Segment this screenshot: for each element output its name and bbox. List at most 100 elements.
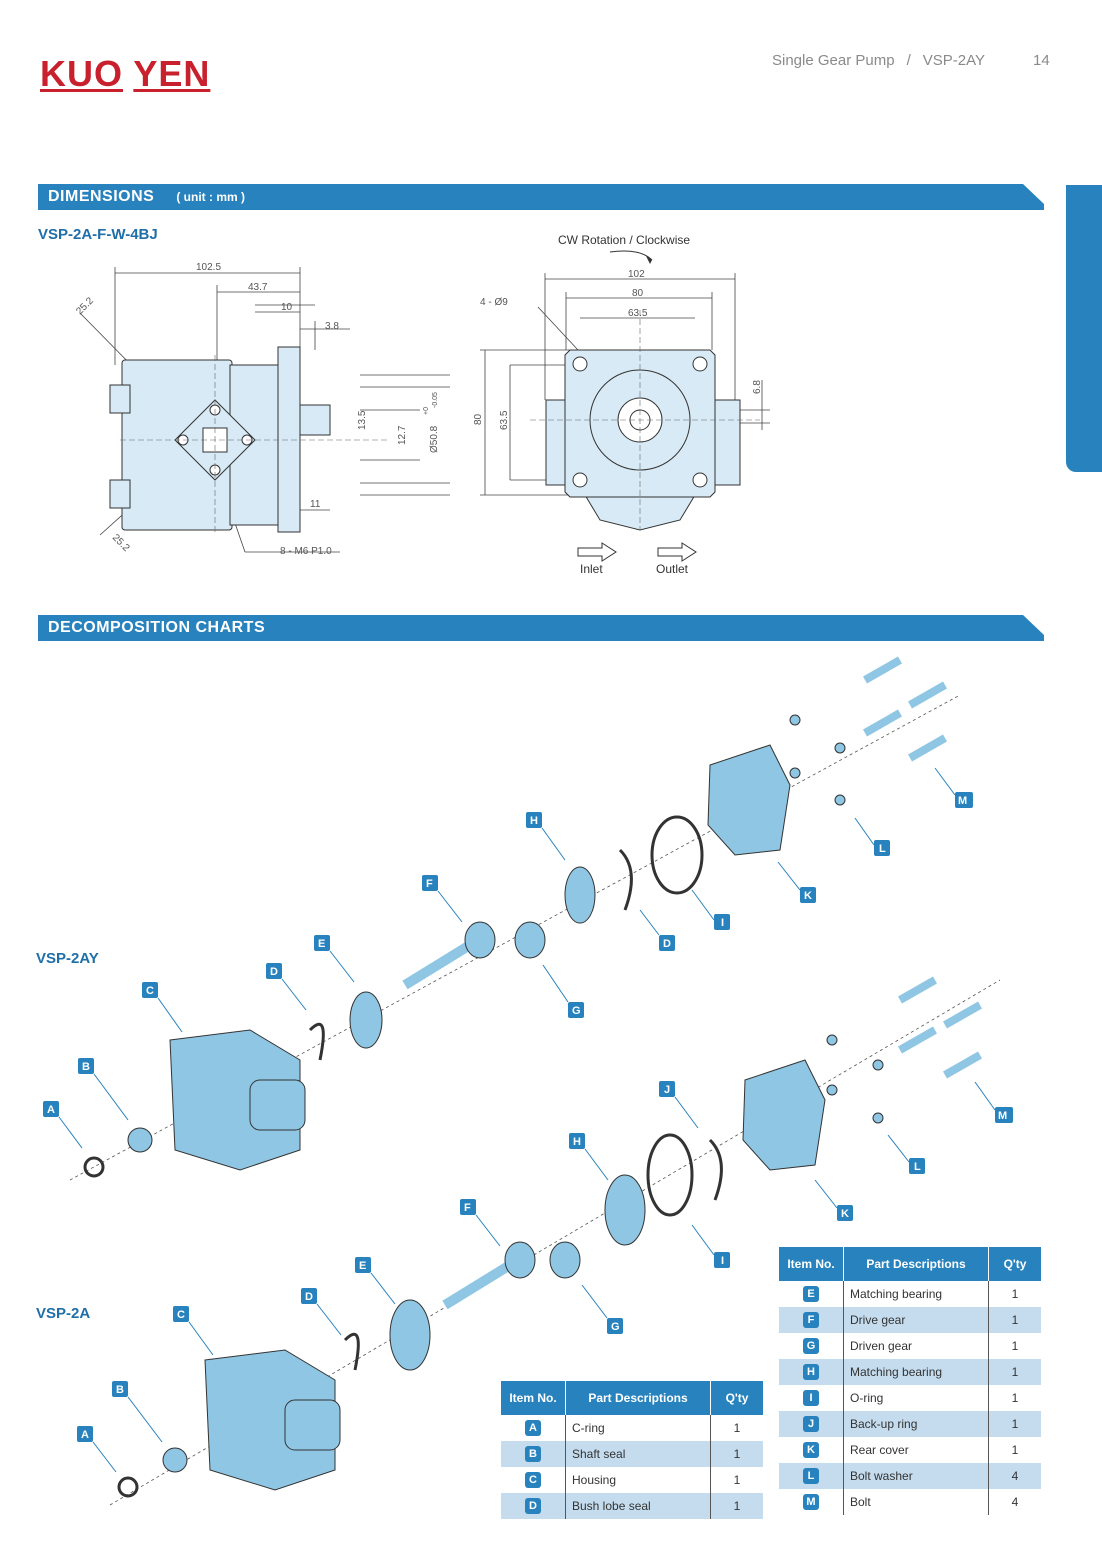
part-qty: 1 [710,1493,763,1519]
front-dim-6-8: 6.8 [752,380,763,394]
dimensions-unit: ( unit : mm ) [176,190,245,204]
inlet-arrow-icon [577,542,617,562]
front-view-drawing: CW Rotation / Clockwise 102 80 63.5 4 - … [473,233,770,576]
callout-l2: L [909,1158,925,1174]
dim-43-7: 43.7 [248,282,268,293]
callouts-vsp-2a: A B C D E F G H J I K L M [77,1081,1013,1442]
callout-h2: H [569,1133,585,1149]
item-badge: I [803,1390,819,1406]
page-number: 14 [1033,52,1050,69]
dim-10: 10 [281,302,293,313]
dim-3-8: 3.8 [325,321,339,332]
svg-text:I: I [721,917,724,929]
callout-j1: J [659,1081,675,1097]
svg-text:I: I [721,1255,724,1267]
svg-text:M: M [998,1110,1007,1122]
svg-text:H: H [573,1136,581,1148]
decomposition-title: DECOMPOSITION CHARTS [48,619,266,636]
svg-text:E: E [359,1260,366,1272]
model-vsp-2ay: VSP-2AY [36,950,99,967]
part-desc: Driven gear [843,1333,989,1359]
brand-logo: KUO YEN [40,53,211,94]
side-view-drawing: 102.5 43.7 10 3.8 25.2 13.5 12.7 Ø50.8 +… [74,262,450,557]
svg-text:E: E [318,938,325,950]
callout-a2: A [77,1426,93,1442]
inlet-label: Inlet [580,562,603,576]
part-desc: Bolt washer [843,1463,989,1489]
front-dim-80-vertical: 80 [473,413,484,425]
svg-text:F: F [464,1202,471,1214]
part-qty: 1 [710,1467,763,1493]
item-badge: F [803,1312,819,1328]
dimensions-model: VSP-2A-F-W-4BJ [38,226,158,243]
svg-text:L: L [879,843,886,855]
exploded-diagrams: A B C D E F G H D I K L M A B C D E F G … [43,656,1013,1506]
svg-text:C: C [146,985,154,997]
dimensions-title: DIMENSIONS [48,188,155,205]
part-desc: Drive gear [843,1307,989,1333]
dim-tol-upper: +0 [423,407,430,415]
header-separator: / [906,52,911,69]
svg-text:K: K [804,890,812,902]
dimensions-band: DIMENSIONS ( unit : mm ) [38,184,1044,210]
front-dim-63-5-vertical: 63.5 [499,410,510,430]
part-qty: 1 [988,1411,1041,1437]
item-badge: C [525,1472,541,1488]
part-qty: 1 [710,1441,763,1467]
item-badge: L [803,1468,819,1484]
svg-text:B: B [82,1061,90,1073]
part-qty: 1 [988,1333,1041,1359]
dim-25-2-bottom: 25.2 [110,532,132,554]
svg-text:H: H [530,815,538,827]
callout-g1: G [568,1002,584,1018]
svg-text:J: J [664,1084,670,1096]
th-item-left: Item No. [501,1381,566,1415]
part-qty: 1 [988,1437,1041,1463]
callout-a1: A [43,1101,59,1117]
part-desc: Shaft seal [565,1441,711,1467]
th-desc-left: Part Descriptions [565,1381,711,1415]
front-dim-102: 102 [628,269,645,280]
svg-text:D: D [270,966,278,978]
dim-12-7: 12.7 [397,425,408,445]
header-product: Single Gear Pump [772,52,895,69]
callout-k1: K [800,887,816,903]
part-desc: Bush lobe seal [565,1493,711,1519]
part-qty: 1 [988,1307,1041,1333]
callout-d2: D [659,935,675,951]
part-qty: 1 [710,1415,763,1441]
item-badge: G [803,1338,819,1354]
svg-text:G: G [611,1321,620,1333]
part-desc: C-ring [565,1415,711,1441]
dim-25-2-top: 25.2 [74,295,96,317]
side-tab [1066,185,1102,472]
callout-f1: F [422,875,438,891]
callout-g2: G [607,1318,623,1334]
part-qty: 4 [988,1463,1041,1489]
item-badge: J [803,1416,819,1432]
callout-e1: E [314,935,330,951]
outlet-arrow-icon [657,542,697,562]
callout-f2: F [460,1199,476,1215]
dim-13-5: 13.5 [357,410,368,430]
dim-11: 11 [310,499,321,510]
item-badge: K [803,1442,819,1458]
svg-text:D: D [663,938,671,950]
svg-text:C: C [177,1309,185,1321]
dim-tol-lower: -0.05 [432,392,439,408]
callout-i1: I [714,914,730,930]
item-badge: B [525,1446,541,1462]
callout-b1: B [78,1058,94,1074]
item-badge: A [525,1420,541,1436]
part-qty: 1 [988,1385,1041,1411]
decomposition-band: DECOMPOSITION CHARTS [38,615,1044,641]
part-desc: O-ring [843,1385,989,1411]
callout-l1: L [874,840,890,856]
item-badge: M [803,1494,819,1510]
